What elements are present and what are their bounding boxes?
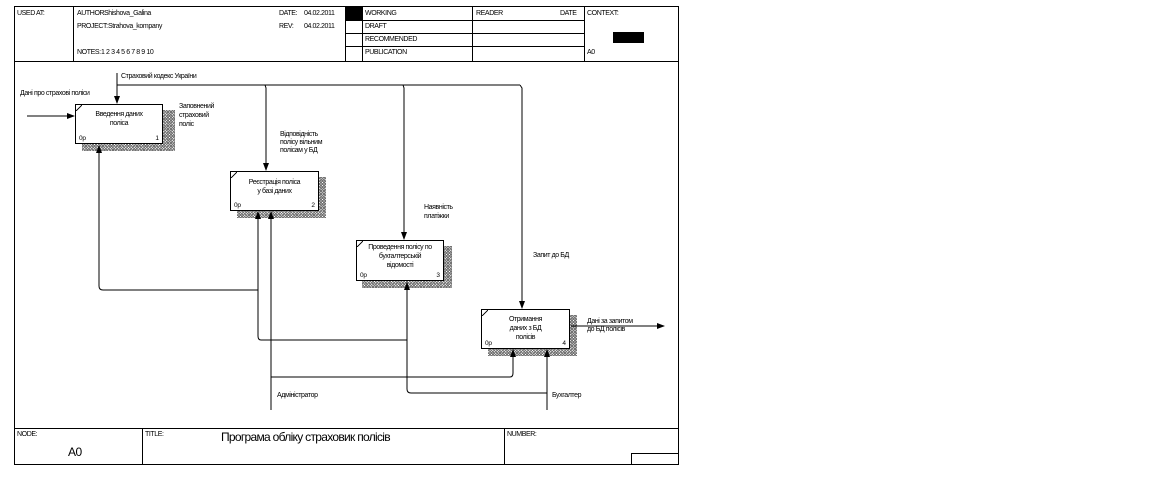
footer-page-box-top — [631, 453, 679, 454]
used-at-label: USED AT: — [17, 10, 45, 17]
arrow-label-control-code: Страховий кодекс України — [121, 73, 197, 80]
notes-label: NOTES: — [77, 49, 101, 56]
status-publication: PUBLICATION — [365, 49, 407, 56]
arrow-feedback-3-to-2 — [255, 211, 407, 341]
activity-3-cost: 0р — [360, 272, 367, 279]
node-label: NODE: — [17, 431, 38, 438]
activity-1-number: 1 — [155, 135, 159, 142]
box-corner-mark — [482, 310, 488, 316]
date-value: 04.02.2011 — [304, 10, 335, 17]
activity-box-3[interactable]: Проведення полісу по бухгалтерській відо… — [356, 240, 444, 281]
activity-4-cost: 0р — [485, 340, 492, 347]
project-label: PROJECT: — [77, 23, 108, 30]
arrow-label-mech-accountant: Бухгалтер — [552, 392, 582, 399]
context-thumbnail — [613, 32, 644, 43]
footer-col-3 — [631, 453, 632, 465]
arrow-control-code-to-4 — [519, 84, 525, 309]
status-row-line — [345, 33, 584, 34]
context-node: A0 — [587, 49, 595, 56]
status-working: WORKING — [365, 10, 397, 17]
header-divider — [14, 61, 679, 62]
project-value: Strahova_kompany — [108, 23, 162, 30]
author-value: Shishova_Galina — [104, 10, 151, 17]
activity-2-label: Реєстрація поліса у базі даних — [248, 179, 301, 195]
reader-label: READER — [476, 10, 503, 17]
status-row-line — [345, 20, 584, 21]
activity-2-number: 2 — [311, 202, 315, 209]
activity-4-label: Отримання даних з БД полісів — [508, 316, 543, 341]
arrow-control-code-to-2 — [263, 84, 269, 171]
reader-date-label: DATE — [560, 10, 577, 17]
rev-label: REV: — [279, 23, 294, 30]
status-selected-marker — [346, 7, 362, 20]
arrow-mech-accountant-to-3 — [404, 282, 547, 394]
activity-1-label: Введення даних полісa — [95, 111, 143, 127]
rev-value: 04.02.2011 — [304, 23, 335, 30]
activity-box-4[interactable]: Отримання даних з БД полісів 0р 4 — [481, 309, 570, 349]
activity-box-2[interactable]: Реєстрація поліса у базі даних 0р 2 — [230, 171, 319, 211]
footer-divider — [14, 428, 679, 429]
arrow-label-input-data: Дані про страхові поліси — [20, 90, 90, 97]
status-draft: DRAFT — [365, 23, 387, 30]
box-corner-mark — [76, 105, 82, 111]
header-col-5 — [584, 6, 585, 61]
author-label: AUTHOR: — [77, 10, 106, 17]
footer-col-1 — [142, 428, 143, 465]
title-label: TITLE: — [145, 431, 164, 438]
arrow-label-mech-admin: Адміністратор — [277, 392, 318, 399]
number-label: NUMBER: — [507, 431, 537, 438]
arrow-label-control-payment: Наявність платіжки — [424, 204, 453, 220]
context-label: CONTEXT: — [587, 10, 619, 17]
box-corner-mark — [231, 172, 237, 178]
arrow-feedback-2-to-1 — [96, 145, 258, 291]
notes-value: 1 2 3 4 5 6 7 8 9 10 — [101, 49, 154, 56]
activity-4-number: 4 — [562, 340, 566, 347]
arrow-label-output-filled: Заповнений страховий поліс — [179, 103, 214, 128]
activity-3-number: 3 — [436, 272, 440, 279]
arrow-control-code-to-3 — [401, 84, 407, 240]
footer-col-2 — [504, 428, 505, 465]
arrow-label-output-data: Дані за запитом до БД полісів — [587, 318, 633, 333]
arrow-label-control-match: Відповідність полісу вільним полісам у Б… — [280, 131, 323, 154]
node-value: A0 — [68, 445, 82, 459]
status-row-line — [345, 46, 584, 47]
header-col-1 — [73, 6, 74, 61]
arrow-mech-admin-to-4 — [271, 349, 516, 378]
status-recommended: RECOMMENDED — [365, 36, 417, 43]
diagram-frame — [14, 6, 679, 465]
activity-2-cost: 0р — [234, 202, 241, 209]
activity-3-label: Проведення полісу по бухгалтерській відо… — [368, 244, 432, 269]
diagram-title: Програма обліку страховик полісів — [221, 430, 391, 444]
date-label: DATE: — [279, 10, 298, 17]
box-corner-mark — [357, 241, 363, 247]
arrow-label-control-query: Запит до БД — [533, 252, 569, 259]
activity-1-cost: 0р — [79, 135, 86, 142]
activity-box-1[interactable]: Введення даних полісa 0р 1 — [75, 104, 163, 144]
